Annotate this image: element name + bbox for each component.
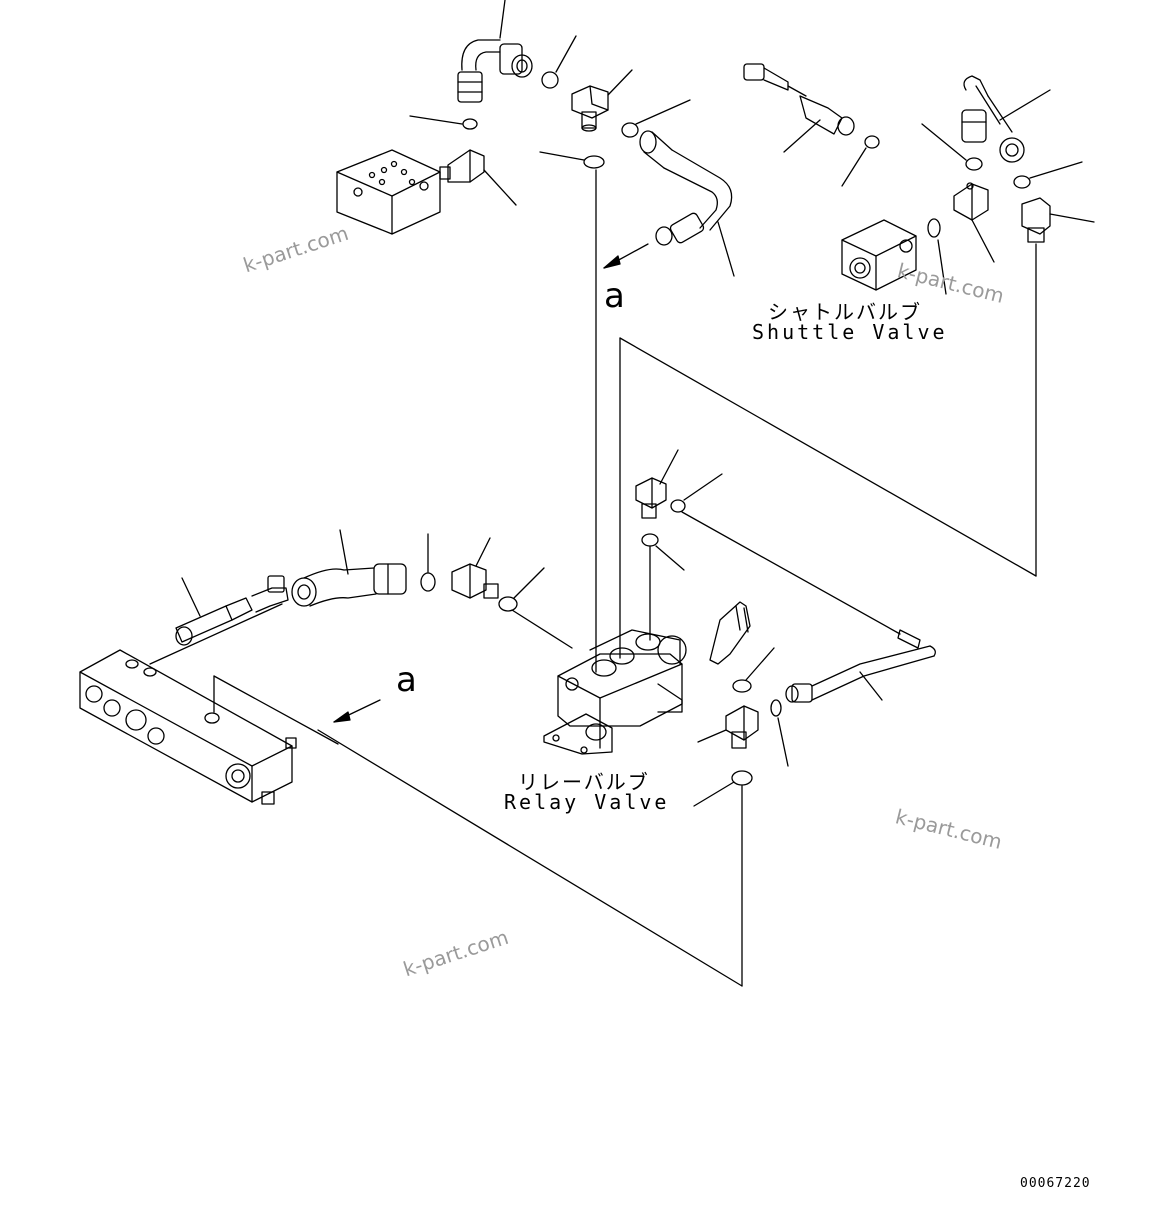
shuttle-oring-4 <box>927 218 941 238</box>
shuttle-sensor-connector <box>743 63 855 153</box>
relay-valve-body <box>543 629 687 755</box>
left-oring-1 <box>420 572 436 592</box>
left-manifold <box>79 649 297 805</box>
shuttle-hose <box>961 75 1051 163</box>
shuttle-valve-label-jp: シャトルバルブ <box>768 300 922 324</box>
shuttle-right-fitting <box>1021 197 1095 243</box>
left-arrow-a <box>333 699 381 723</box>
shuttle-valve-label-en: Shuttle Valve <box>752 320 948 344</box>
relay-drain-hose <box>709 601 751 665</box>
top-oring-3 <box>621 122 639 138</box>
a-oring <box>583 155 605 169</box>
relay-valve-label-jp: リレーバルブ <box>518 770 650 794</box>
relay-valve-label-en: Relay Valve <box>504 790 670 814</box>
relay-oring-4 <box>770 699 782 717</box>
shuttle-oring-2 <box>965 157 983 171</box>
left-oring-2 <box>498 596 518 612</box>
tube-leader-line <box>681 511 901 635</box>
top-mid-fitting <box>571 69 633 132</box>
top-manifold-block <box>336 149 441 235</box>
top-hose-1 <box>457 0 533 103</box>
shuttle-oring-3 <box>1013 175 1031 189</box>
relay-oring-3 <box>732 679 752 693</box>
drawing-number: 00067220 <box>1020 1176 1091 1191</box>
relay-oring-1 <box>670 499 686 513</box>
reference-a-left: a <box>396 660 417 700</box>
left-bent-hose <box>291 529 407 607</box>
top-hose-2 <box>639 130 735 277</box>
left-solenoid-connector <box>175 575 289 646</box>
top-arrow-a <box>603 243 649 269</box>
top-left-oring <box>462 118 478 130</box>
relay-oring-5 <box>731 770 753 786</box>
shuttle-oring-1 <box>864 135 880 149</box>
relay-lower-fitting <box>697 705 759 749</box>
top-left-elbow-fitting <box>439 149 517 206</box>
left-leader-to-relay <box>511 609 573 649</box>
shuttle-valve-block <box>841 219 917 291</box>
left-fitting <box>451 537 499 599</box>
reference-a-top: a <box>604 276 625 316</box>
relay-oring-2 <box>641 533 659 547</box>
top-oring-2 <box>541 71 559 89</box>
relay-upper-fitting <box>635 449 679 519</box>
shuttle-elbow-fitting <box>953 182 995 263</box>
relay-long-tube <box>785 629 936 703</box>
